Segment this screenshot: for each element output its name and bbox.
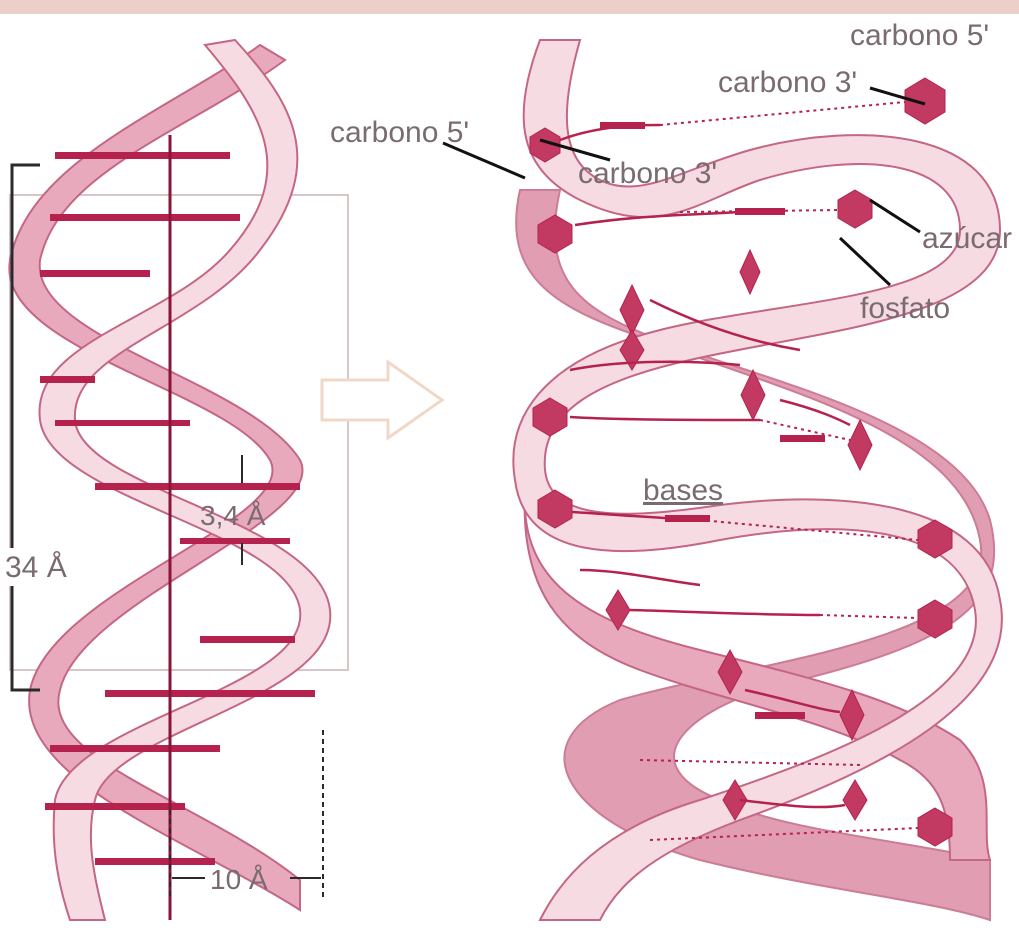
label-azucar: azúcar xyxy=(922,222,1012,255)
left-helix: 34 Å 3,4 Å 10 Å xyxy=(2,40,348,920)
diameter-label: 10 Å xyxy=(210,864,268,895)
label-carbono3-mid: carbono 3' xyxy=(578,157,717,190)
label-carbono5-top: carbono 5' xyxy=(850,19,989,52)
right-arrow-icon xyxy=(322,362,442,438)
rise-label: 3,4 Å xyxy=(200,500,266,531)
label-fosfato: fosfato xyxy=(860,292,950,325)
left-strand-back xyxy=(9,45,302,910)
label-carbono3-top: carbono 3' xyxy=(718,66,857,99)
leader-fosfato xyxy=(840,238,890,285)
pitch-label: 34 Å xyxy=(5,551,67,584)
right-helix: carbono 5' carbono 3' carbono 5' carbono… xyxy=(330,19,1012,920)
label-carbono5-left: carbono 5' xyxy=(330,116,469,149)
top-bar xyxy=(0,0,1019,14)
label-bases: bases xyxy=(643,474,723,507)
leader-azucar xyxy=(870,200,920,232)
